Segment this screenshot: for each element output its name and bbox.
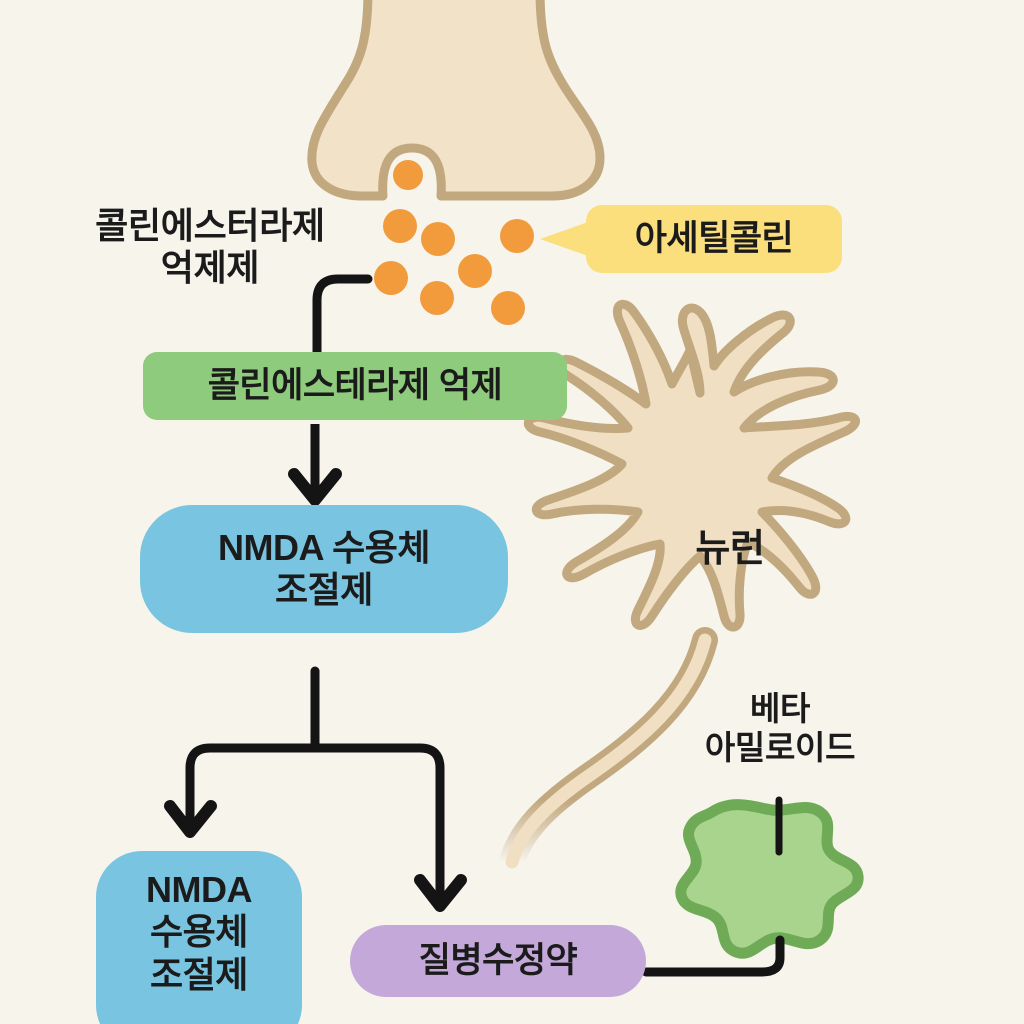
node-nmda-receptor-modulator-secondary[interactable]: NMDA 수용체 조절제 <box>96 851 302 1024</box>
axon-terminal-icon <box>307 0 605 201</box>
label-beta-amyloid: 베타 아밀로이드 <box>704 690 856 766</box>
connector-inhibitor-to-green-box <box>312 274 373 357</box>
arrowhead-branch-right <box>414 874 467 912</box>
connector-nmda-branch-bar <box>185 743 445 901</box>
arrowhead-green-to-nmda <box>288 468 342 506</box>
node-nmda-receptor-modulator[interactable]: NMDA 수용체 조절제 <box>140 505 508 633</box>
arrowhead-branch-left <box>164 800 217 838</box>
callout-acetylcholine[interactable]: 아세틸콜린 <box>586 205 842 273</box>
node-disease-modifying-drug[interactable]: 질병수정약 <box>350 925 646 997</box>
connector-plaque-to-disease-drug <box>641 935 785 977</box>
amyloid-plaque-icon <box>675 799 864 959</box>
label-neuron: 뉴런 <box>695 528 765 570</box>
acetylcholine-vesicles <box>374 160 534 325</box>
label-cholinesterase-inhibitor: 콜린에스터라제 억제제 <box>95 205 325 289</box>
node-cholinesterase-inhibition[interactable]: 콜린에스테라제 억제 <box>143 352 567 420</box>
neuron-icon <box>499 299 860 875</box>
callout-pointer-icon <box>540 222 588 256</box>
